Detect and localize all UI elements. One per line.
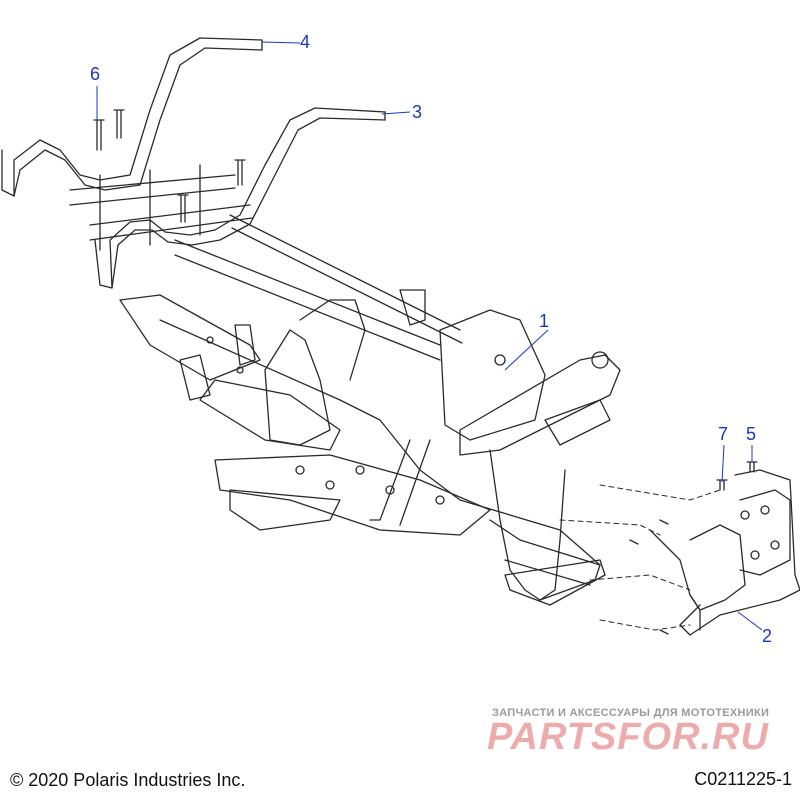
alignment-dashed-lines — [559, 484, 721, 631]
rear-cross-rails — [69, 164, 463, 361]
rear-rack-tube-part-4 — [1, 37, 263, 197]
callout-5: 5 — [746, 424, 757, 444]
copyright-notice: © 2020 Polaris Industries Inc. — [10, 770, 246, 790]
front-bumper-part-2 — [629, 461, 800, 636]
callout-7: 7 — [718, 424, 729, 444]
callout-3: 3 — [412, 102, 423, 122]
watermark-tagline: ЗАПЧАСТИ И АКСЕССУАРЫ ДЛЯ МОТОТЕХНИКИ — [492, 707, 770, 719]
callout-6: 6 — [90, 64, 101, 84]
watermark-logo: PARTSFOR.RU — [487, 716, 769, 758]
drawing-number: C0211225-1 — [694, 769, 792, 789]
leader-lines — [96, 41, 763, 631]
callout-1: 1 — [539, 311, 550, 331]
callout-2: 2 — [762, 626, 773, 646]
main-frame-part-1 — [119, 289, 621, 606]
callout-4: 4 — [300, 32, 311, 52]
bolts-part-6 — [93, 109, 246, 223]
